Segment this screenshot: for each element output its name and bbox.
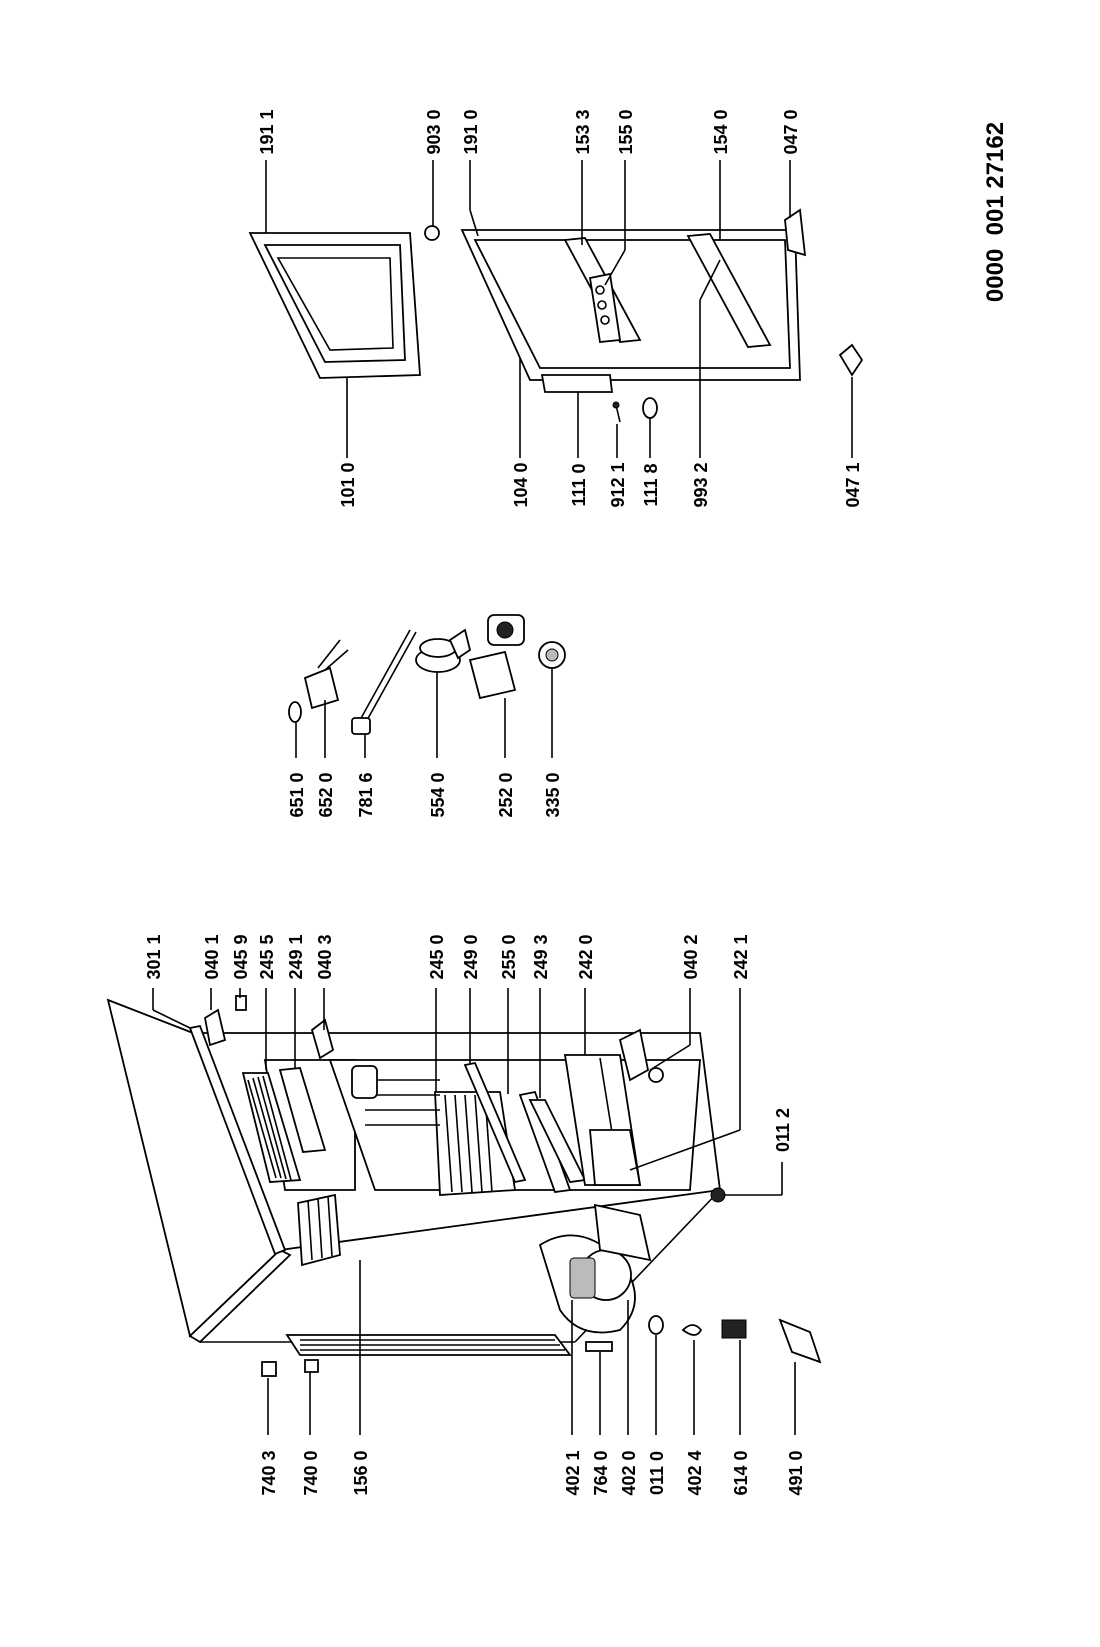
control-parts xyxy=(288,614,566,735)
label-9030: 903 0 xyxy=(424,109,444,154)
label-7400: 740 0 xyxy=(301,1450,321,1495)
label-0402: 040 2 xyxy=(681,934,701,979)
label-2450: 245 0 xyxy=(427,934,447,979)
label-2520: 252 0 xyxy=(496,772,516,817)
label-0459: 045 9 xyxy=(231,934,251,979)
ice-tray xyxy=(297,1193,341,1267)
label-4020: 402 0 xyxy=(619,1450,639,1495)
label-4021: 402 1 xyxy=(563,1450,583,1495)
label-1040: 104 0 xyxy=(511,462,531,507)
label-5540: 554 0 xyxy=(428,772,448,817)
label-2490: 249 0 xyxy=(461,934,481,979)
compressor xyxy=(538,1203,652,1334)
cabinet-drawing xyxy=(106,995,822,1377)
label-4910: 491 0 xyxy=(786,1450,806,1495)
label-1550: 155 0 xyxy=(616,109,636,154)
leaders-middle xyxy=(295,668,553,758)
label-0401: 040 1 xyxy=(202,934,222,979)
freezer-grid xyxy=(241,1072,302,1183)
label-1118: 111 8 xyxy=(641,463,661,506)
label-1911: 191 1 xyxy=(257,109,277,154)
condenser xyxy=(285,1334,572,1373)
label-0470: 047 0 xyxy=(781,109,801,154)
label-7403: 740 3 xyxy=(259,1450,279,1495)
label-0403: 040 3 xyxy=(315,934,335,979)
label-2420: 242 0 xyxy=(576,934,596,979)
label-6510: 651 0 xyxy=(287,772,307,817)
label-4024: 402 4 xyxy=(685,1450,705,1495)
drawing-code: 0000 001 27162 xyxy=(982,122,1009,302)
door-parts xyxy=(248,208,864,423)
label-9121: 912 1 xyxy=(608,462,628,507)
leaders-left xyxy=(152,988,796,1435)
label-1533: 153 3 xyxy=(573,109,593,154)
label-7816: 781 6 xyxy=(356,772,376,817)
label-1110: 111 0 xyxy=(569,463,589,506)
label-3011: 301 1 xyxy=(144,934,164,979)
leaders-right xyxy=(265,160,853,458)
label-9932: 993 2 xyxy=(691,462,711,507)
label-2493: 249 3 xyxy=(531,934,551,979)
label-2491: 249 1 xyxy=(286,934,306,979)
label-0110: 011 0 xyxy=(647,1451,667,1495)
label-3350: 335 0 xyxy=(543,772,563,817)
label-1910: 191 0 xyxy=(461,109,481,154)
label-1560: 156 0 xyxy=(351,1450,371,1495)
label-1010: 101 0 xyxy=(338,462,358,507)
label-0471: 047 1 xyxy=(843,462,863,507)
label-1540: 154 0 xyxy=(711,109,731,154)
label-2421: 242 1 xyxy=(731,934,751,979)
label-2455: 245 5 xyxy=(257,934,277,979)
label-6140: 614 0 xyxy=(731,1450,751,1495)
label-2550: 255 0 xyxy=(499,934,519,979)
label-7640: 764 0 xyxy=(591,1450,611,1495)
label-0112: 011 2 xyxy=(773,1108,793,1152)
label-6520: 652 0 xyxy=(316,772,336,817)
